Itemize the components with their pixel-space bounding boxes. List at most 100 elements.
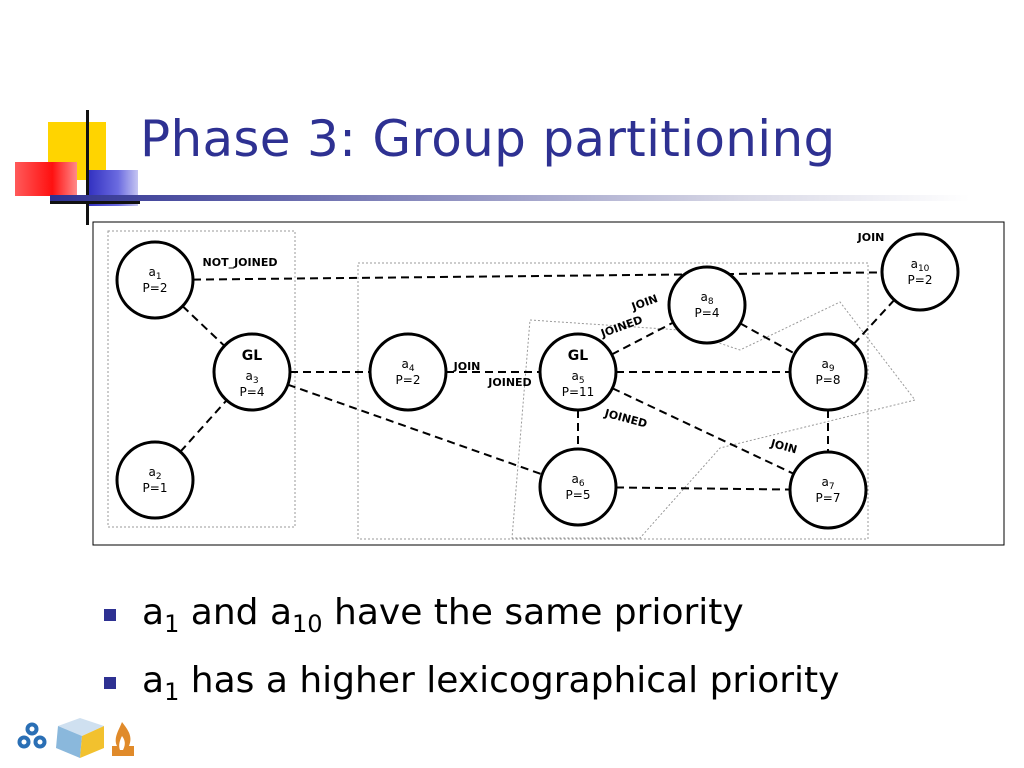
node-a6: a6P=5 [538, 447, 618, 527]
decor-horizontal-line [50, 201, 140, 204]
node-a7: a7P=7 [788, 450, 868, 530]
bullet-text: a1 has a higher lexicographical priority [142, 660, 840, 706]
diagram-edges [179, 271, 896, 491]
node-a5: GL a5P=11 [538, 332, 618, 412]
slide-title: Phase 3: Group partitioning [140, 110, 836, 168]
message-join-a8: JOIN [629, 292, 660, 314]
title-underline [50, 195, 970, 201]
edge-a1-a3 [181, 305, 226, 347]
node-circle [880, 232, 960, 312]
bullet-text: a1 and a10 have the same priority [142, 592, 744, 638]
node-name-subscript: 3 [253, 376, 259, 386]
node-circle [115, 240, 195, 320]
node-circle [538, 332, 618, 412]
bullet-list: a1 and a10 have the same priority a1 has… [104, 585, 839, 721]
message-join-a4: JOIN [453, 360, 481, 373]
node-name: a10 [911, 257, 930, 274]
node-name: a7 [821, 475, 834, 492]
node-circle [667, 265, 747, 345]
bullet-marker [104, 609, 116, 621]
node-name-subscript: 2 [156, 472, 162, 482]
bullet-item-1: a1 and a10 have the same priority [104, 585, 839, 653]
flame-logo-icon [112, 722, 134, 756]
group-outline-middle [357, 262, 869, 540]
edge-a5-a8 [611, 321, 674, 356]
node-name-letter: a [401, 357, 408, 371]
node-name-letter: a [571, 472, 578, 486]
node-priority: P=11 [562, 385, 595, 399]
node-name-letter: a [245, 369, 252, 383]
message-joined-a7: JOINED [602, 406, 648, 430]
node-a4: a4P=2 [368, 332, 448, 412]
node-name-subscript: 6 [579, 479, 585, 489]
node-name-letter: a [821, 475, 828, 489]
bullet-marker [104, 677, 116, 689]
message-join-a7: JOIN [768, 437, 798, 457]
node-name-letter: a [821, 357, 828, 371]
node-priority: P=2 [396, 373, 421, 387]
node-priority: P=4 [695, 306, 720, 320]
bullet-item-2: a1 has a higher lexicographical priority [104, 653, 839, 721]
node-circle [788, 450, 868, 530]
group-outline-left [107, 230, 296, 528]
message-joined-a8: JOINED [598, 313, 644, 340]
node-name-subscript: 7 [829, 482, 835, 492]
edge-a2-a3 [179, 399, 228, 453]
node-name: a8 [700, 290, 713, 307]
cube-logo-icon [56, 718, 104, 758]
edge-a5-a7 [611, 387, 795, 475]
decor-red-bar [15, 162, 77, 196]
node-priority: P=8 [816, 373, 841, 387]
node-a9: a9P=8 [788, 332, 868, 412]
group-leader-label: GL [242, 348, 262, 364]
subscript: 1 [164, 610, 180, 638]
node-name: a6 [571, 472, 584, 489]
footer-logos [17, 718, 134, 758]
edge-a8-a9 [739, 322, 796, 355]
message-joined-a4: JOINED [487, 376, 531, 389]
node-name-subscript: 4 [409, 364, 415, 374]
node-name: a5 [571, 369, 584, 386]
group-leader-label: GL [568, 348, 588, 364]
node-name: a4 [401, 357, 414, 374]
node-circle [368, 332, 448, 412]
node-name-letter: a [571, 369, 578, 383]
group-outlines [107, 230, 916, 540]
node-circle [115, 440, 195, 520]
node-name-subscript: 9 [829, 364, 835, 374]
message-not-joined: NOT_JOINED [203, 256, 278, 269]
message-labels: NOT_JOINEDJOINJOINJOINEDJOINJOINEDJOINED… [203, 231, 885, 456]
node-a1: a1P=2 [115, 240, 195, 320]
diagram-frame [92, 221, 1005, 546]
trefoil-logo-icon [17, 722, 47, 749]
node-name: a9 [821, 357, 834, 374]
node-priority: P=7 [816, 491, 841, 505]
node-priority: P=4 [240, 385, 265, 399]
node-name: a1 [148, 265, 161, 282]
node-circle [212, 332, 292, 412]
message-join-a10: JOIN [857, 231, 885, 244]
subscript: 10 [292, 610, 323, 638]
node-priority: P=1 [143, 481, 168, 495]
node-name: a2 [148, 465, 161, 482]
edge-a1-a10 [192, 271, 883, 281]
node-priority: P=2 [143, 281, 168, 295]
node-circle [788, 332, 868, 412]
node-a3: GL a3P=4 [212, 332, 292, 412]
decor-vertical-line [86, 110, 89, 225]
node-name-subscript: 5 [579, 376, 585, 386]
node-name-subscript: 1 [156, 272, 162, 282]
edge-a6-a7 [615, 486, 791, 491]
edge-a3-a6 [287, 383, 543, 476]
node-name-letter: a [148, 465, 155, 479]
diagram-nodes: a1P=2a2P=1GLa3P=4a4P=2GLa5P=11a6P=5a7P=7… [115, 232, 960, 530]
node-name: a3 [245, 369, 258, 386]
edge-a9-a10 [852, 299, 896, 345]
node-name-subscript: 10 [918, 264, 930, 274]
node-name-letter: a [911, 257, 918, 271]
node-a8: a8P=4 [667, 265, 747, 345]
node-circle [538, 447, 618, 527]
